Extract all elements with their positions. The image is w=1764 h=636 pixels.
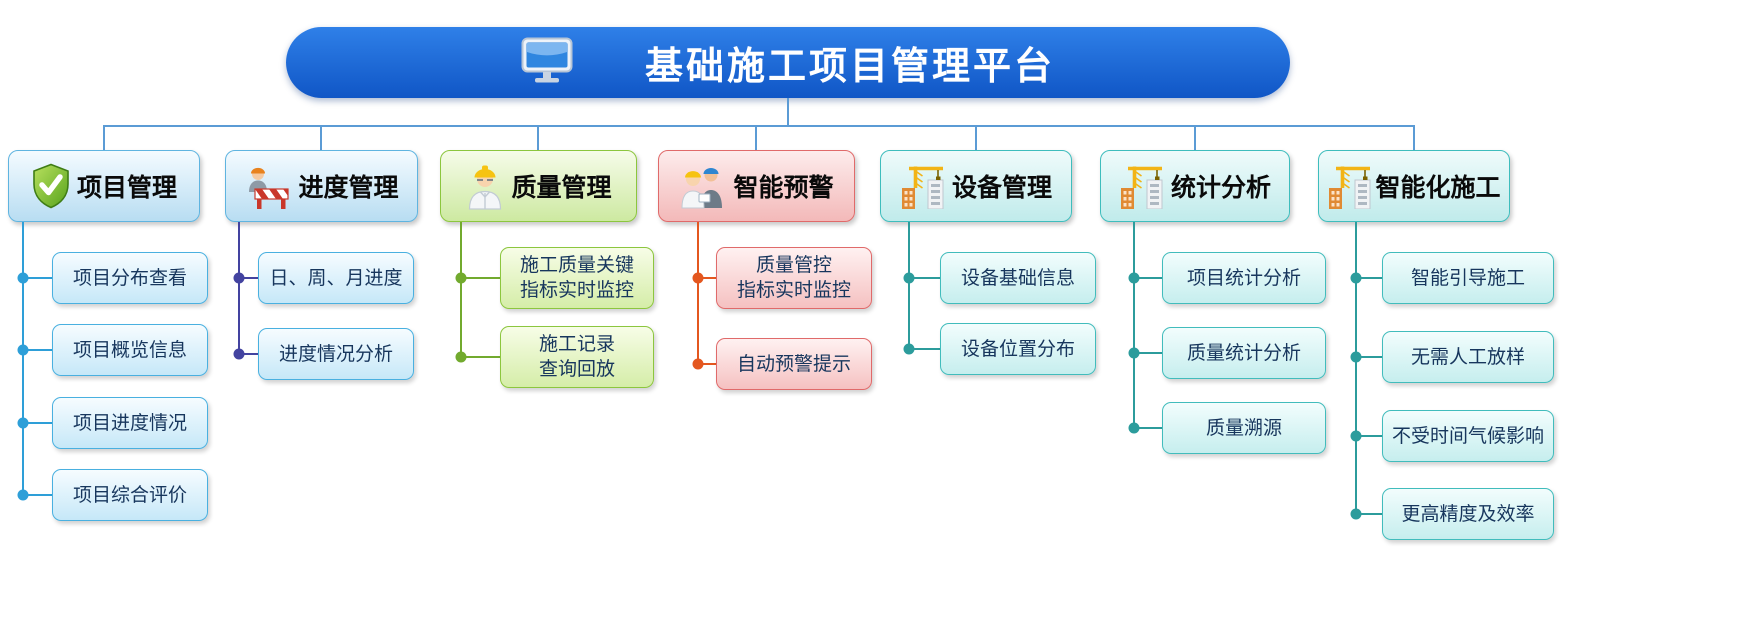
connector-stub xyxy=(1133,277,1162,279)
header-intelligent-construction: 智能化施工 xyxy=(1318,150,1510,222)
platform-banner: 基础施工项目管理平台 xyxy=(286,27,1290,98)
connector-dot xyxy=(1350,430,1362,442)
connector-stem xyxy=(787,98,789,125)
item-box: 项目分布查看 xyxy=(52,252,208,304)
header-equipment-management: 设备管理 xyxy=(880,150,1072,222)
platform-title: 基础施工项目管理平台 xyxy=(644,44,1055,88)
connector-drop xyxy=(320,125,322,150)
connector-dot xyxy=(903,272,915,284)
item-box: 质量溯源 xyxy=(1162,402,1326,454)
connector-hbar xyxy=(103,125,1415,127)
connector-dot xyxy=(692,272,704,284)
item-box: 质量管控 指标实时监控 xyxy=(716,247,872,309)
connector-dot xyxy=(233,348,245,360)
connector-dot xyxy=(17,344,29,356)
connector-dot xyxy=(692,358,704,370)
item-box: 自动预警提示 xyxy=(716,338,872,390)
column-title: 进度管理 xyxy=(298,173,399,202)
workers-icon xyxy=(679,163,727,209)
connector-stub xyxy=(908,348,940,350)
connector-stub xyxy=(697,277,716,279)
connector-dot xyxy=(1128,347,1140,359)
connector-line xyxy=(22,222,24,495)
engineer-icon xyxy=(465,162,505,210)
connector-line xyxy=(460,222,462,357)
connector-drop xyxy=(1194,125,1196,150)
header-intelligent-warning: 智能预警 xyxy=(658,150,855,222)
shield-check-icon xyxy=(31,163,71,209)
connector-stub xyxy=(238,277,258,279)
item-box: 日、周、月进度 xyxy=(258,252,414,304)
item-box: 施工记录 查询回放 xyxy=(500,326,654,388)
connector-stub xyxy=(22,277,52,279)
connector-stub xyxy=(908,277,940,279)
connector-stub xyxy=(1355,277,1382,279)
connector-stub xyxy=(22,422,52,424)
connector-stub xyxy=(22,349,52,351)
connector-dot xyxy=(17,417,29,429)
item-box: 更高精度及效率 xyxy=(1382,488,1554,540)
connector-stub xyxy=(697,363,716,365)
item-box: 施工质量关键 指标实时监控 xyxy=(500,247,654,309)
connector-stub xyxy=(238,353,258,355)
connector-drop xyxy=(537,125,539,150)
connector-stub xyxy=(1133,427,1162,429)
connector-dot xyxy=(17,272,29,284)
item-box: 智能引导施工 xyxy=(1382,252,1554,304)
header-project-management: 项目管理 xyxy=(8,150,200,222)
connector-stub xyxy=(460,277,500,279)
crane-icon xyxy=(900,163,946,209)
connector-drop xyxy=(975,125,977,150)
column-title: 智能化施工 xyxy=(1375,173,1501,202)
item-box: 质量统计分析 xyxy=(1162,327,1326,379)
connector-stub xyxy=(460,356,500,358)
item-box: 项目统计分析 xyxy=(1162,252,1326,304)
crane-icon xyxy=(1327,163,1373,209)
connector-stub xyxy=(1355,435,1382,437)
column-title: 项目管理 xyxy=(76,173,177,202)
connector-dot xyxy=(1350,272,1362,284)
connector-line xyxy=(238,222,240,354)
connector-dot xyxy=(903,343,915,355)
item-box: 项目综合评价 xyxy=(52,469,208,521)
connector-stub xyxy=(1355,513,1382,515)
connector-stub xyxy=(1133,352,1162,354)
connector-dot xyxy=(1350,351,1362,363)
connector-dot xyxy=(455,272,467,284)
header-statistical-analysis: 统计分析 xyxy=(1100,150,1290,222)
connector-dot xyxy=(17,489,29,501)
connector-line xyxy=(1355,222,1357,514)
item-box: 项目进度情况 xyxy=(52,397,208,449)
item-box: 设备基础信息 xyxy=(940,252,1096,304)
connector-drop xyxy=(103,125,105,150)
column-title: 设备管理 xyxy=(951,173,1052,202)
header-quality-management: 质量管理 xyxy=(440,150,637,222)
item-box: 项目概览信息 xyxy=(52,324,208,376)
column-title: 统计分析 xyxy=(1170,173,1271,202)
column-title: 智能预警 xyxy=(733,173,834,202)
connector-drop xyxy=(1413,125,1415,150)
connector-drop xyxy=(755,125,757,150)
column-title: 质量管理 xyxy=(511,173,612,202)
item-box: 不受时间气候影响 xyxy=(1382,410,1554,462)
connector-dot xyxy=(1350,508,1362,520)
connector-dot xyxy=(1128,422,1140,434)
worker-barrier-icon xyxy=(244,163,292,209)
connector-stub xyxy=(1355,356,1382,358)
item-box: 进度情况分析 xyxy=(258,328,414,380)
connector-dot xyxy=(233,272,245,284)
connector-stub xyxy=(22,494,52,496)
item-box: 无需人工放样 xyxy=(1382,331,1554,383)
header-progress-management: 进度管理 xyxy=(225,150,418,222)
connector-line xyxy=(908,222,910,349)
connector-line xyxy=(697,222,699,364)
connector-line xyxy=(1133,222,1135,428)
monitor-icon xyxy=(521,37,573,88)
connector-dot xyxy=(455,351,467,363)
crane-icon xyxy=(1119,163,1165,209)
connector-dot xyxy=(1128,272,1140,284)
item-box: 设备位置分布 xyxy=(940,323,1096,375)
